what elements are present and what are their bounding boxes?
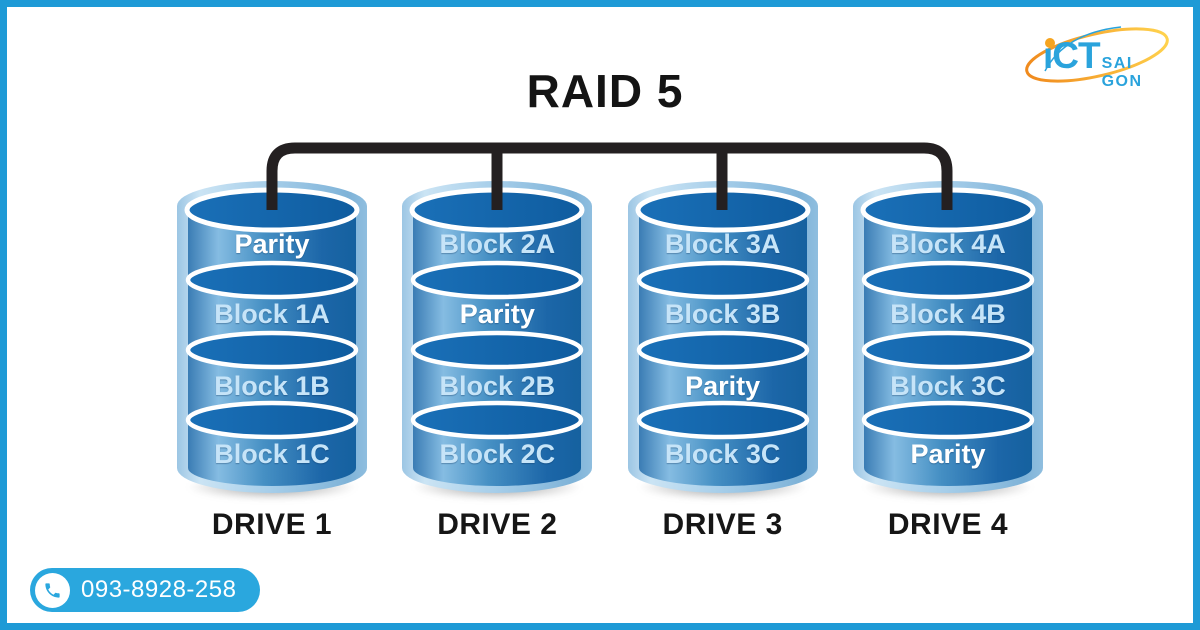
logo-orange-dot-icon <box>1045 38 1055 48</box>
segment-label: Block 2B <box>439 371 556 401</box>
segment-label: Block 3C <box>664 439 781 469</box>
company-logo: iCT SAI GON <box>1023 25 1179 91</box>
segment-label: Block 4A <box>890 229 1006 259</box>
drive-name-label: DRIVE 1 <box>211 508 333 541</box>
page-title: RAID 5 <box>526 65 684 117</box>
drive-name-label: DRIVE 4 <box>887 508 1009 541</box>
logo-letters-ct: CT <box>1052 35 1100 76</box>
segment-label: Block 1C <box>214 439 330 469</box>
orbit-swoosh-icon <box>1025 26 1169 83</box>
cylinder-icon <box>402 181 593 493</box>
segment-label: Block 2C <box>439 439 556 469</box>
drive-cylinder: Block 2A Parity Block 2B Block 2C <box>388 180 607 504</box>
segment-label: Block 3A <box>664 229 781 259</box>
segment-label: Block 4B <box>890 299 1006 329</box>
segment-label: Parity <box>910 439 986 469</box>
segment-label: Block 3C <box>890 371 1006 401</box>
phone-number: 093-8928-258 <box>81 576 237 603</box>
segment-label: Block 2A <box>439 229 556 259</box>
segment-label: Block 1A <box>214 299 330 329</box>
segment-label: Parity <box>685 371 761 401</box>
drive-cylinder: Parity Block 1A Block 1B Block 1C <box>163 180 381 504</box>
segment-label: Parity <box>459 299 535 329</box>
drive-cylinder: Block 4A Block 4B Block 3C Parity <box>838 180 1057 504</box>
drive-row: Parity Block 1A Block 1B Block 1C DRIVE … <box>163 180 1057 542</box>
cylinder-icon <box>177 181 367 493</box>
drive-group-3: Block 3A Block 3B Parity Block 3C DRIVE … <box>613 180 832 542</box>
segment-label: Block 1B <box>214 371 330 401</box>
phone-icon <box>35 572 70 608</box>
drive-name-label: DRIVE 3 <box>662 508 783 541</box>
logo-ict-text: iCT <box>1043 35 1101 76</box>
drive-group-4: Block 4A Block 4B Block 3C Parity DRIVE … <box>838 180 1057 542</box>
segment-label: Block 3B <box>664 299 781 329</box>
logo-letter-i: i <box>1043 35 1053 76</box>
logo-saigon-text: SAI GON <box>1101 55 1143 90</box>
phone-badge[interactable]: 093-8928-258 <box>30 568 261 612</box>
drive-group-1: Parity Block 1A Block 1B Block 1C DRIVE … <box>163 180 381 542</box>
logo-text: iCT SAI GON <box>1043 37 1179 91</box>
segment-label: Parity <box>234 229 310 259</box>
phone-handset-glyph <box>45 582 60 598</box>
drive-name-label: DRIVE 2 <box>437 508 558 541</box>
cylinder-icon <box>627 181 818 493</box>
drive-group-2: Block 2A Parity Block 2B Block 2C DRIVE … <box>388 180 607 542</box>
drive-cylinder: Block 3A Block 3B Parity Block 3C <box>613 180 832 504</box>
